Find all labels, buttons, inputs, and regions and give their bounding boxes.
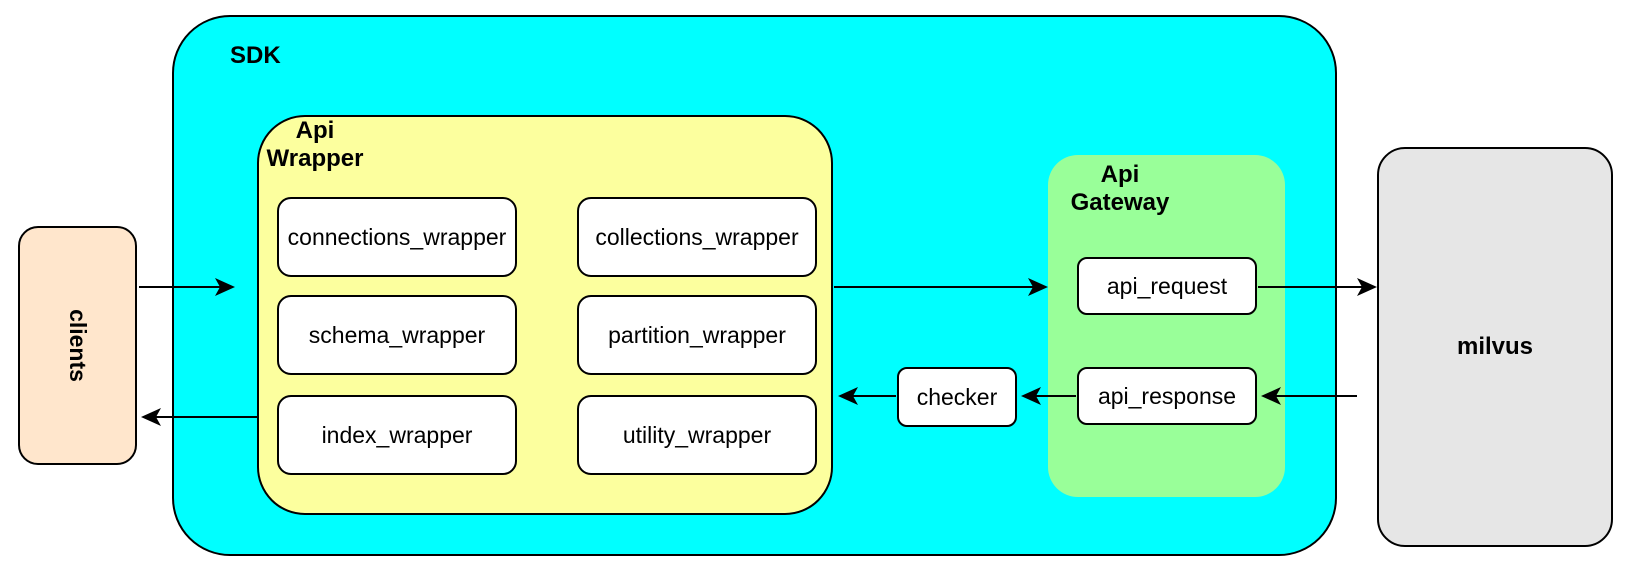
index-wrapper-box: index_wrapper [277, 395, 517, 475]
api-gateway-label: Api Gateway [1070, 161, 1170, 216]
utility-wrapper-box: utility_wrapper [577, 395, 817, 475]
collections-wrapper-box: collections_wrapper [577, 197, 817, 277]
utility-wrapper-label: utility_wrapper [622, 421, 772, 448]
api-gateway-container [1048, 155, 1285, 497]
api-wrapper-label: Api Wrapper [266, 117, 364, 172]
api-response-label: api_response [1097, 382, 1237, 409]
clients-box: clients [18, 226, 137, 465]
connections-wrapper-box: connections_wrapper [277, 197, 517, 277]
milvus-box: milvus [1377, 147, 1613, 547]
partition-wrapper-box: partition_wrapper [577, 295, 817, 375]
api-request-box: api_request [1077, 257, 1257, 315]
partition-wrapper-label: partition_wrapper [608, 321, 786, 348]
api-request-label: api_request [1106, 272, 1228, 299]
schema-wrapper-label: schema_wrapper [308, 321, 486, 348]
connections-wrapper-label: connections_wrapper [287, 223, 507, 250]
milvus-label: milvus [1456, 333, 1534, 360]
api-response-box: api_response [1077, 367, 1257, 425]
clients-label: clients [65, 309, 91, 382]
collections-wrapper-label: collections_wrapper [595, 223, 799, 250]
sdk-label: SDK [230, 42, 281, 69]
checker-label: checker [916, 383, 998, 410]
schema-wrapper-box: schema_wrapper [277, 295, 517, 375]
index-wrapper-label: index_wrapper [321, 421, 473, 448]
checker-box: checker [897, 367, 1017, 427]
